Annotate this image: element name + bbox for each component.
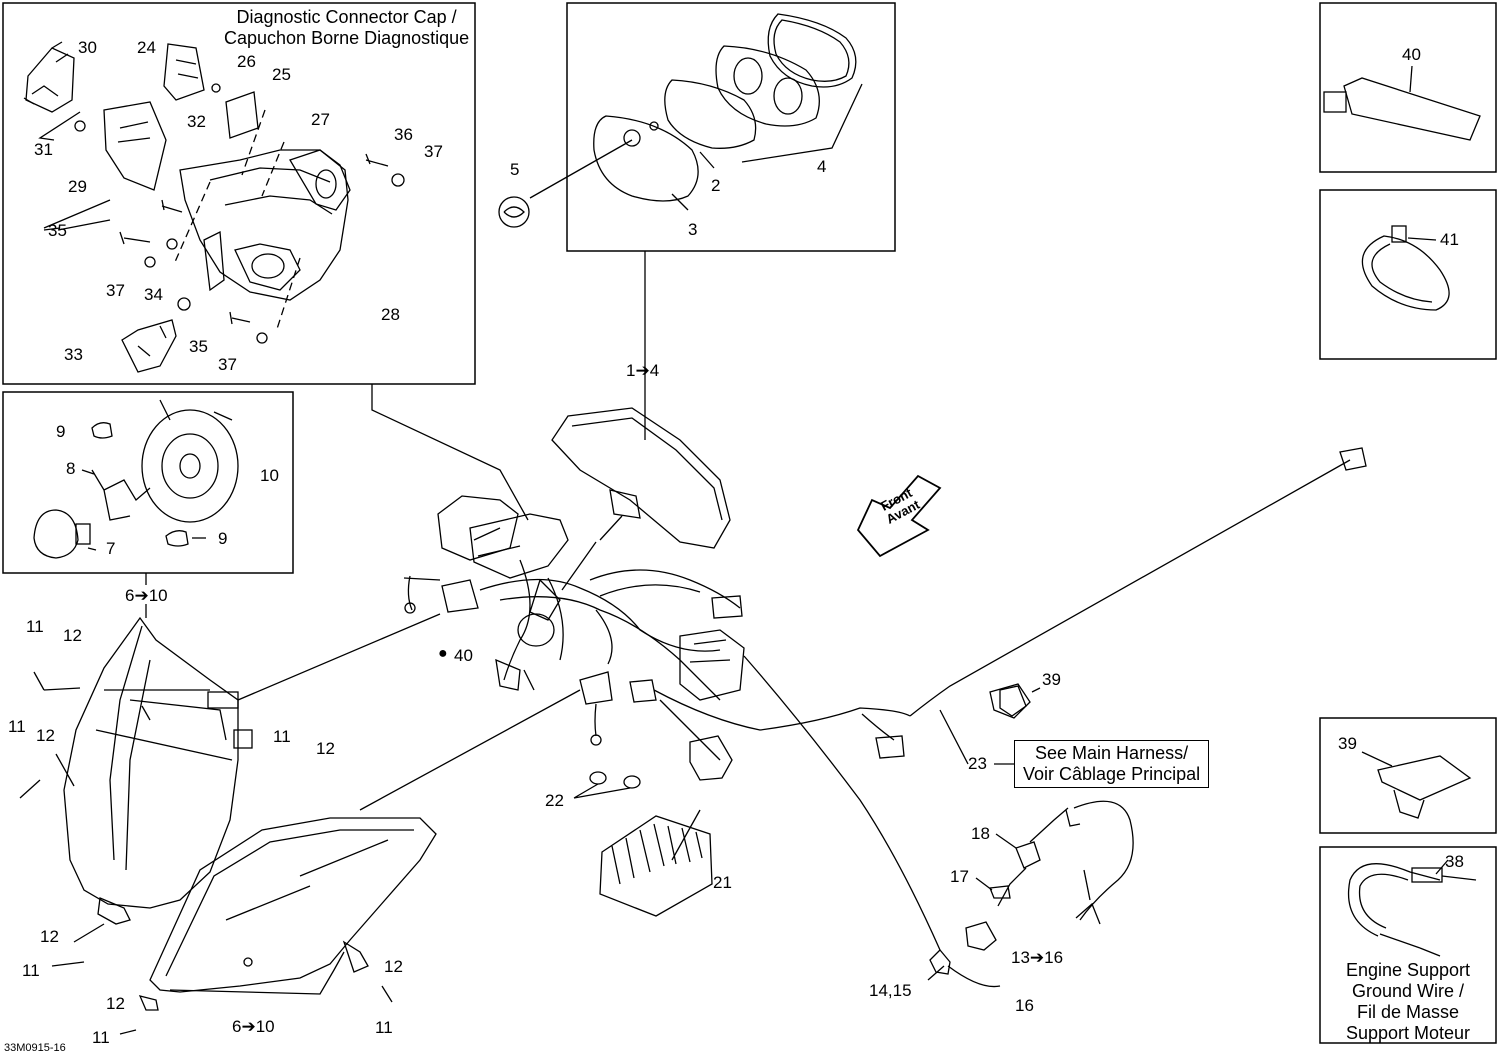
document-ref: 33M0915-16 (4, 1042, 66, 1054)
callout-34: 34 (144, 285, 163, 304)
callout-10: 10 (260, 466, 279, 485)
callout-33: 33 (64, 345, 83, 364)
diagnostic-cap-line2: Capuchon Borne Diagnostique (224, 28, 470, 48)
callout-11-c: 11 (273, 727, 291, 746)
callout-32: 32 (187, 112, 206, 131)
callout-12-a: 12 (63, 626, 82, 645)
callout-11-b: 11 (8, 717, 26, 736)
callout-23: 23 (968, 754, 987, 773)
callout-12-c: 12 (316, 739, 335, 758)
headlamp-bulb-drawing (33, 399, 239, 559)
callout-40-grease: 40 (454, 646, 473, 665)
main-harness-line2: Voir Câblage Principal (1023, 764, 1201, 784)
harness-clip-drawing (989, 683, 1031, 719)
tie-strap-drawing (1361, 225, 1450, 311)
callout-11-d: 11 (22, 961, 40, 980)
callout-9-top: 9 (56, 422, 66, 441)
frame-steering-support (2, 2, 476, 385)
callout-28: 28 (381, 305, 400, 324)
frame-gauge-assembly (566, 2, 896, 252)
callout-37-bottom: 37 (218, 355, 237, 374)
grease-drop-icon: ● (438, 645, 448, 662)
callout-22: 22 (545, 791, 564, 810)
callout-25: 25 (272, 65, 291, 84)
callout-6-to-10-bottom: 6➔10 (232, 1017, 275, 1036)
callout-3: 3 (688, 220, 698, 239)
callout-12-b: 12 (36, 726, 55, 745)
callout-37-left: 37 (106, 281, 125, 300)
callout-6-to-10-top: 6➔10 (125, 586, 168, 605)
callout-27: 27 (311, 110, 330, 129)
frame-tie-strap (1319, 189, 1497, 360)
clip-drawing (1361, 751, 1472, 819)
callout-12-f: 12 (106, 994, 125, 1013)
gauge-assembly-drawing (498, 13, 863, 228)
main-harness-line1: See Main Harness/ (1035, 743, 1189, 763)
frame-headlamp-bulb (2, 391, 294, 574)
voltage-regulator-drawing (573, 771, 713, 917)
lanyard-drawing (927, 800, 1134, 981)
callout-38: 38 (1445, 852, 1464, 871)
callout-24: 24 (137, 38, 156, 57)
steering-support-drawing (23, 41, 405, 373)
frame-ground-wire (1319, 846, 1497, 1044)
callout-14-15: 14,15 (869, 981, 912, 1000)
callout-7: 7 (106, 539, 116, 558)
callout-8: 8 (66, 459, 76, 478)
callout-16: 16 (1015, 996, 1034, 1015)
gauge-cluster-drawing (551, 407, 731, 591)
callout-36: 36 (394, 125, 413, 144)
callout-2: 2 (711, 176, 721, 195)
callout-35-left: 35 (48, 221, 67, 240)
callout-26: 26 (237, 52, 256, 71)
headlamp-right-drawing (51, 817, 437, 1035)
callout-40: 40 (1402, 45, 1421, 64)
ground-wire-drawing (1347, 859, 1477, 957)
diagnostic-cap-line1: Diagnostic Connector Cap / (236, 7, 457, 27)
callout-31: 31 (34, 140, 53, 159)
callout-13-to-16: 13➔16 (1011, 948, 1064, 967)
callout-41: 41 (1440, 230, 1459, 249)
leader-lines (55, 53, 1014, 861)
callout-11-a: 11 (26, 617, 44, 636)
front-arrow-shape (856, 474, 942, 558)
callout-11-f: 11 (92, 1028, 110, 1047)
grease-tube-drawing (1323, 65, 1481, 141)
callout-11-e: 11 (375, 1018, 393, 1037)
main-harness-note: See Main Harness/ Voir Câblage Principal (1014, 740, 1210, 788)
callout-17: 17 (950, 867, 969, 886)
callout-39-harness: 39 (1042, 670, 1061, 689)
callout-9-bottom: 9 (218, 529, 228, 548)
callout-35-bottom: 35 (189, 337, 208, 356)
harness-drawing (403, 447, 1367, 988)
ground-wire-line2: Ground Wire / (1351, 981, 1465, 1001)
callout-30: 30 (78, 38, 97, 57)
callout-39-detail: 39 (1338, 734, 1357, 753)
callout-21: 21 (713, 873, 732, 892)
callout-4: 4 (817, 157, 827, 176)
callout-29: 29 (68, 177, 87, 196)
ground-wire-line4: Support Moteur (1345, 1023, 1471, 1043)
ground-wire-line1: Engine Support (1345, 960, 1471, 980)
frame-clip (1319, 717, 1497, 834)
callout-5: 5 (510, 160, 520, 179)
callout-18: 18 (971, 824, 990, 843)
frame-grease-tube (1319, 2, 1497, 173)
callout-12-e: 12 (384, 957, 403, 976)
callout-12-d: 12 (40, 927, 59, 946)
ground-wire-note: Engine Support Ground Wire / Fil de Mass… (1334, 960, 1482, 1044)
ground-wire-line3: Fil de Masse (1356, 1002, 1460, 1022)
headlamp-left-drawing (19, 616, 253, 925)
callout-1-to-4: 1➔4 (626, 361, 660, 380)
diagnostic-cap-note: Diagnostic Connector Cap / Capuchon Born… (224, 7, 469, 49)
callout-37-top: 37 (424, 142, 443, 161)
